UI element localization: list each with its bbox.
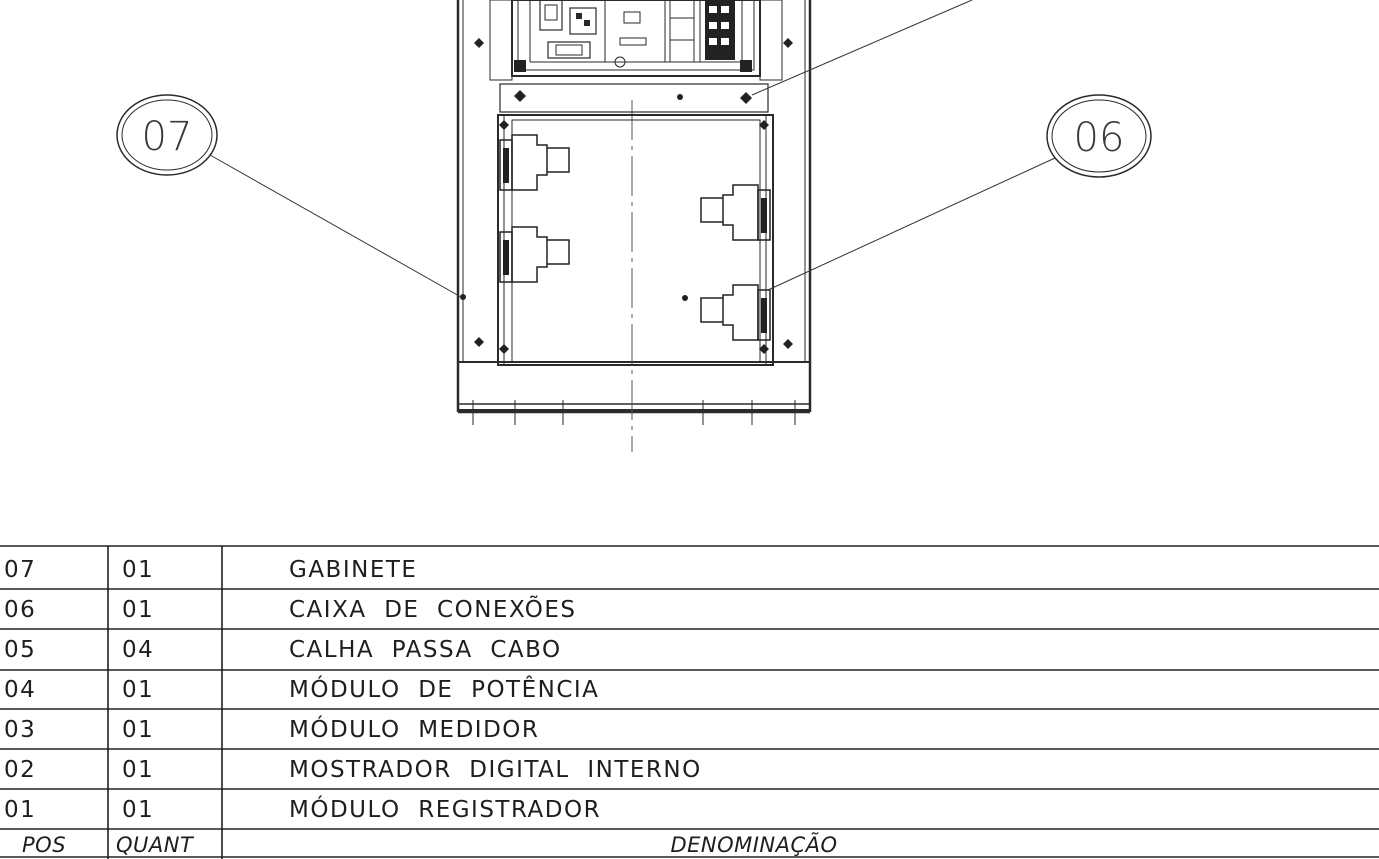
header-quant: QUANT <box>116 833 195 857</box>
description-cell: MÓDULO REGISTRADOR <box>289 795 601 823</box>
pos-cell: 07 <box>4 557 36 583</box>
bom-header-row: POS QUANT DENOMINAÇÃO <box>22 831 837 857</box>
header-pos: POS <box>22 833 66 857</box>
balloon-06: 06 <box>1046 94 1152 178</box>
bom-row-04: 04 01 MÓDULO DE POTÊNCIA <box>4 675 599 703</box>
quant-cell: 01 <box>122 597 154 623</box>
header-denominacao: DENOMINAÇÃO <box>670 831 837 857</box>
quant-cell: 01 <box>122 717 154 743</box>
pos-cell: 06 <box>4 597 36 623</box>
bom-row-05: 05 04 CALHA PASSA CABO <box>4 637 562 663</box>
description-cell: MOSTRADOR DIGITAL INTERNO <box>289 757 702 783</box>
pos-cell: 01 <box>4 797 36 823</box>
quant-cell: 01 <box>122 677 154 703</box>
pos-cell: 03 <box>4 717 36 743</box>
bom-row-02: 02 01 MOSTRADOR DIGITAL INTERNO <box>4 757 702 783</box>
pos-cell: 05 <box>4 637 36 663</box>
quant-cell: 01 <box>122 557 154 583</box>
quant-cell: 04 <box>122 637 154 663</box>
bom-row-06: 06 01 CAIXA DE CONEXÕES <box>4 594 576 623</box>
bom-row-01: 01 01 MÓDULO REGISTRADOR <box>4 795 601 823</box>
description-cell: MÓDULO MEDIDOR <box>289 715 539 743</box>
leader-line-offpage <box>751 0 973 96</box>
cabinet-drawing <box>456 0 812 452</box>
description-cell: MÓDULO DE POTÊNCIA <box>289 675 599 703</box>
pos-cell: 04 <box>4 677 36 703</box>
description-cell: GABINETE <box>289 557 417 583</box>
leader-line-07 <box>209 154 462 298</box>
bom-row-03: 03 01 MÓDULO MEDIDOR <box>4 715 539 743</box>
pos-cell: 02 <box>4 757 36 783</box>
description-cell: CAIXA DE CONEXÕES <box>289 594 576 623</box>
balloon-06-label: 06 <box>1074 115 1125 161</box>
quant-cell: 01 <box>122 797 154 823</box>
balloon-07: 07 <box>116 94 218 176</box>
quant-cell: 01 <box>122 757 154 783</box>
balloon-07-label: 07 <box>142 114 193 160</box>
bom-row-07: 07 01 GABINETE <box>4 557 417 583</box>
description-cell: CALHA PASSA CABO <box>289 637 562 663</box>
bom-table: 07 01 GABINETE 06 01 CAIXA DE CONEXÕES 0… <box>0 545 1379 859</box>
leader-line-06 <box>767 157 1056 291</box>
